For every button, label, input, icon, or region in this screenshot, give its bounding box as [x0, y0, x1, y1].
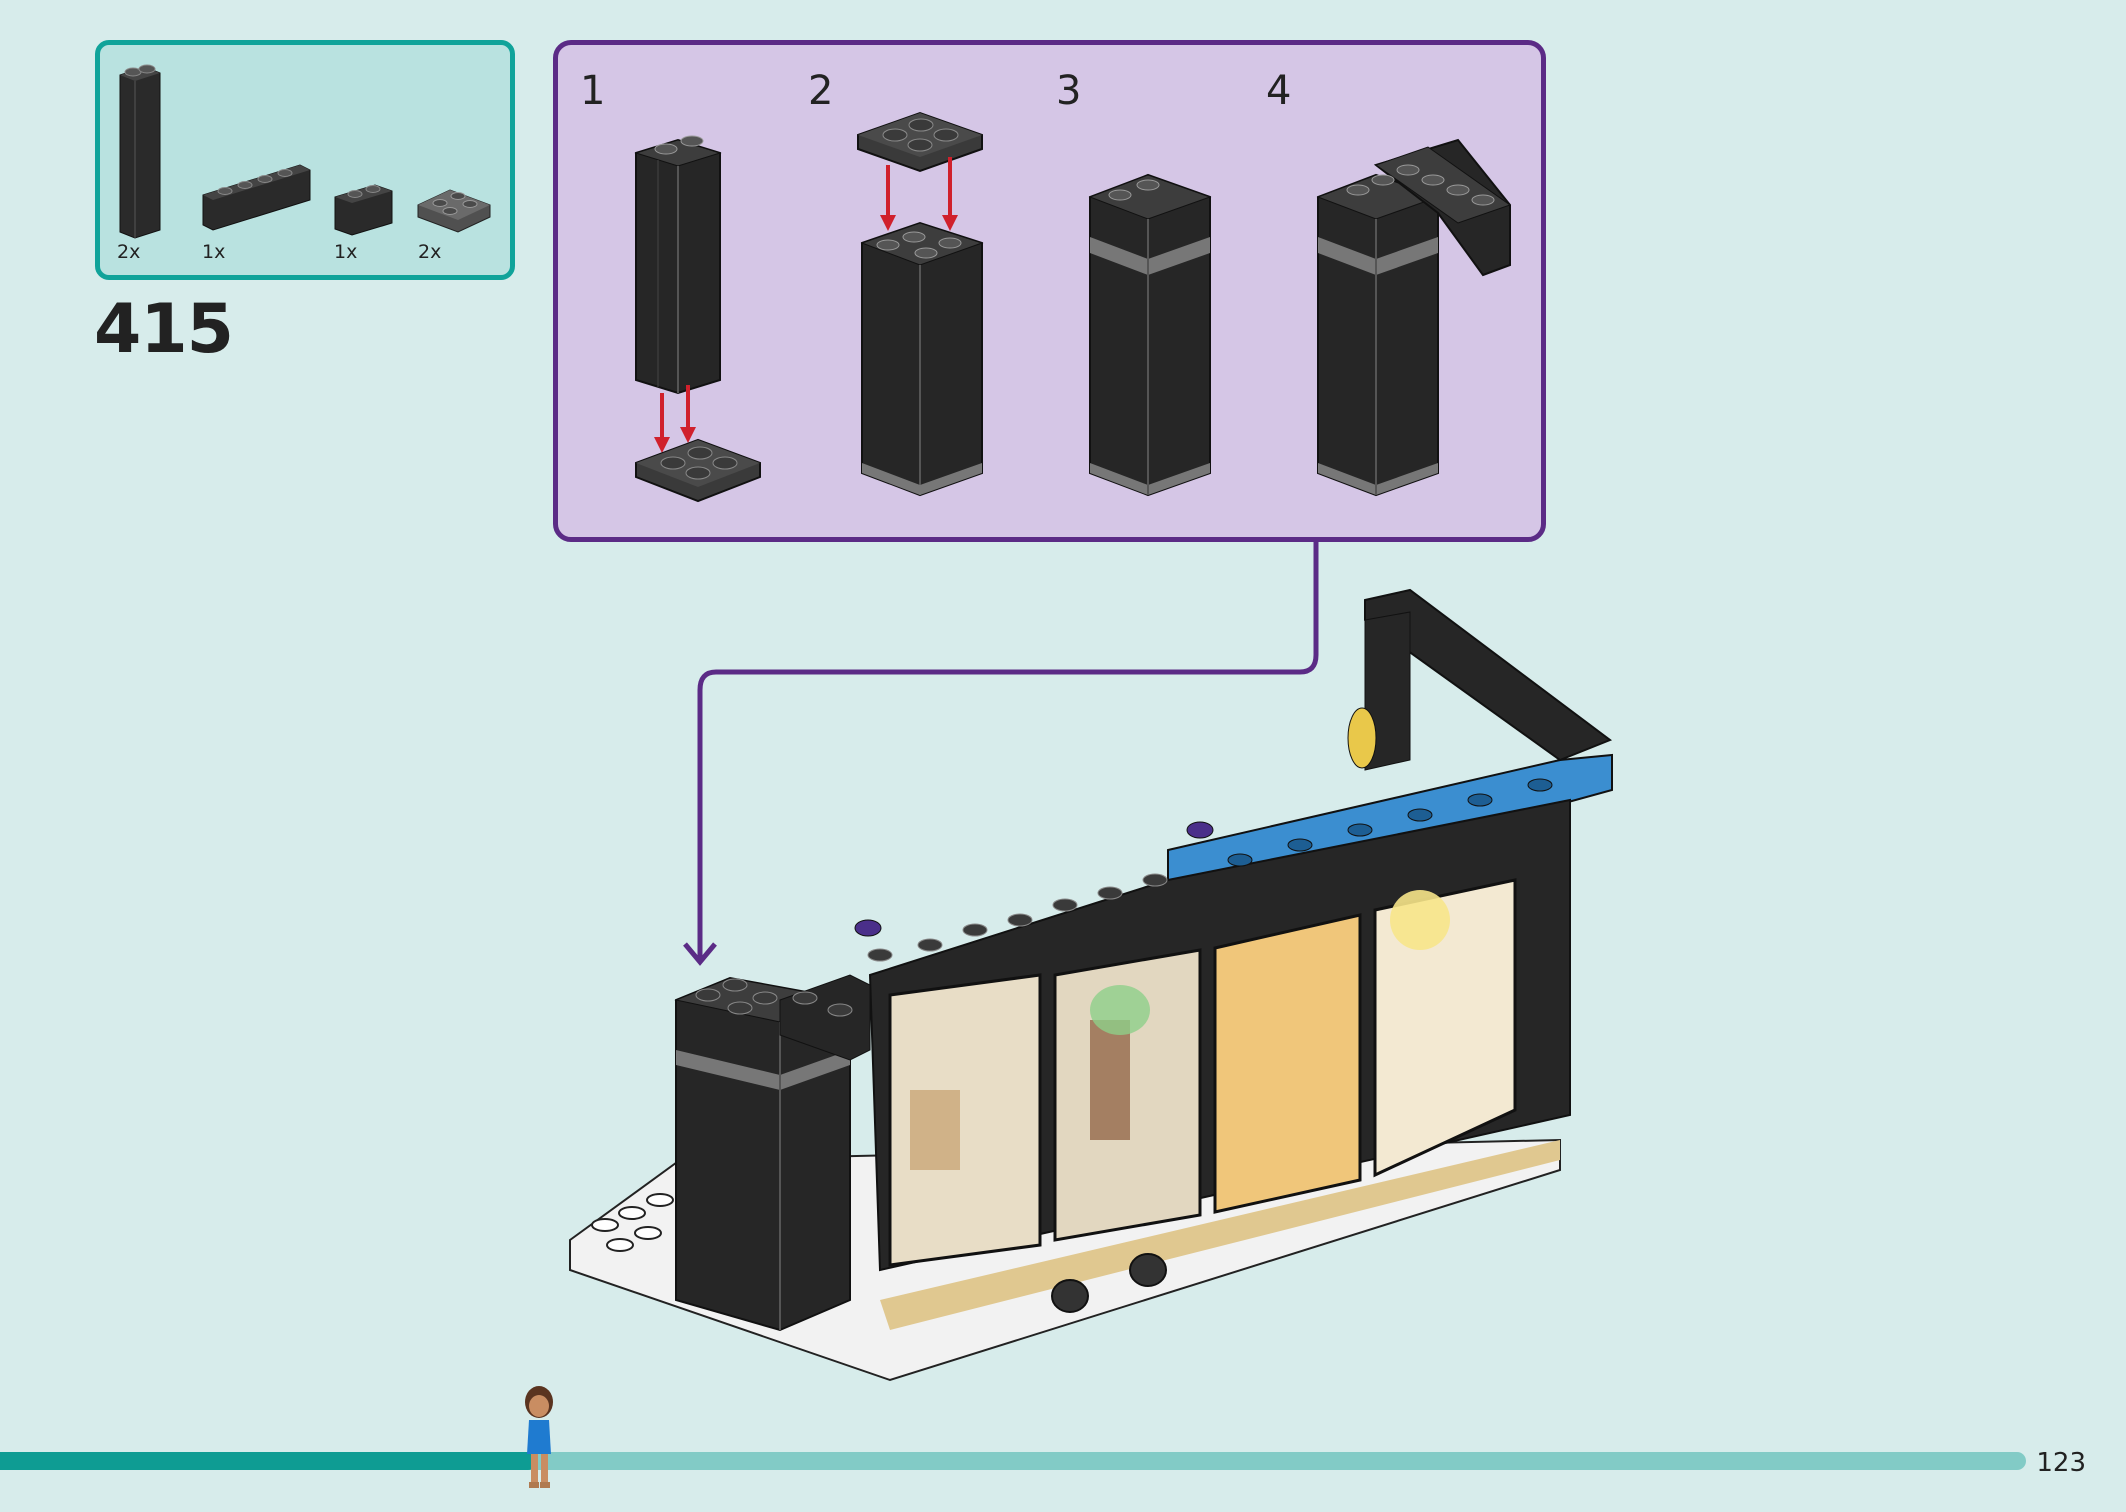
purple-round-stud-icon	[854, 919, 882, 937]
part-qty: 1x	[334, 241, 358, 263]
part-qty: 2x	[117, 241, 141, 263]
yellow-disc-icon	[1347, 707, 1377, 769]
substep-1-illustration	[634, 135, 761, 503]
parts-illustration	[119, 64, 491, 239]
arrow-down-icon	[880, 215, 896, 231]
brick-1x4-black-icon	[202, 164, 311, 231]
substep-number: 2	[808, 68, 834, 114]
substeps-illustration	[634, 111, 1512, 503]
substep-number: 1	[580, 68, 606, 114]
parts-callout: 2x 1x 1x 2x	[95, 40, 515, 280]
minifigure-progress-marker-icon	[525, 1386, 553, 1488]
page-number: 123	[2036, 1448, 2086, 1478]
placement-connector-line	[697, 542, 1319, 958]
chevron-down-icon	[683, 942, 717, 966]
step-number: 415	[94, 290, 234, 369]
plate-2x2-dark-gray-icon	[417, 189, 491, 233]
arrow-down-icon	[942, 215, 958, 231]
purple-round-stud-icon	[1186, 821, 1214, 839]
progress-fill	[0, 1452, 537, 1470]
substeps-panel: 1 2 3 4	[553, 40, 1546, 542]
brick-1x2-black-icon	[334, 184, 393, 236]
substep-number: 3	[1056, 68, 1082, 114]
part-qty: 1x	[202, 241, 226, 263]
substep-4-illustration	[1316, 138, 1512, 497]
arrow-down-icon	[680, 427, 696, 443]
brick-1x1x3-black-icon	[119, 64, 161, 239]
substep-2-illustration	[857, 111, 984, 497]
main-build-illustration	[569, 542, 1613, 1382]
building-model	[569, 588, 1613, 1382]
substep-number: 4	[1266, 68, 1292, 114]
substep-3-illustration	[1088, 173, 1212, 497]
arrow-down-icon	[654, 437, 670, 453]
part-qty: 2x	[418, 241, 442, 263]
